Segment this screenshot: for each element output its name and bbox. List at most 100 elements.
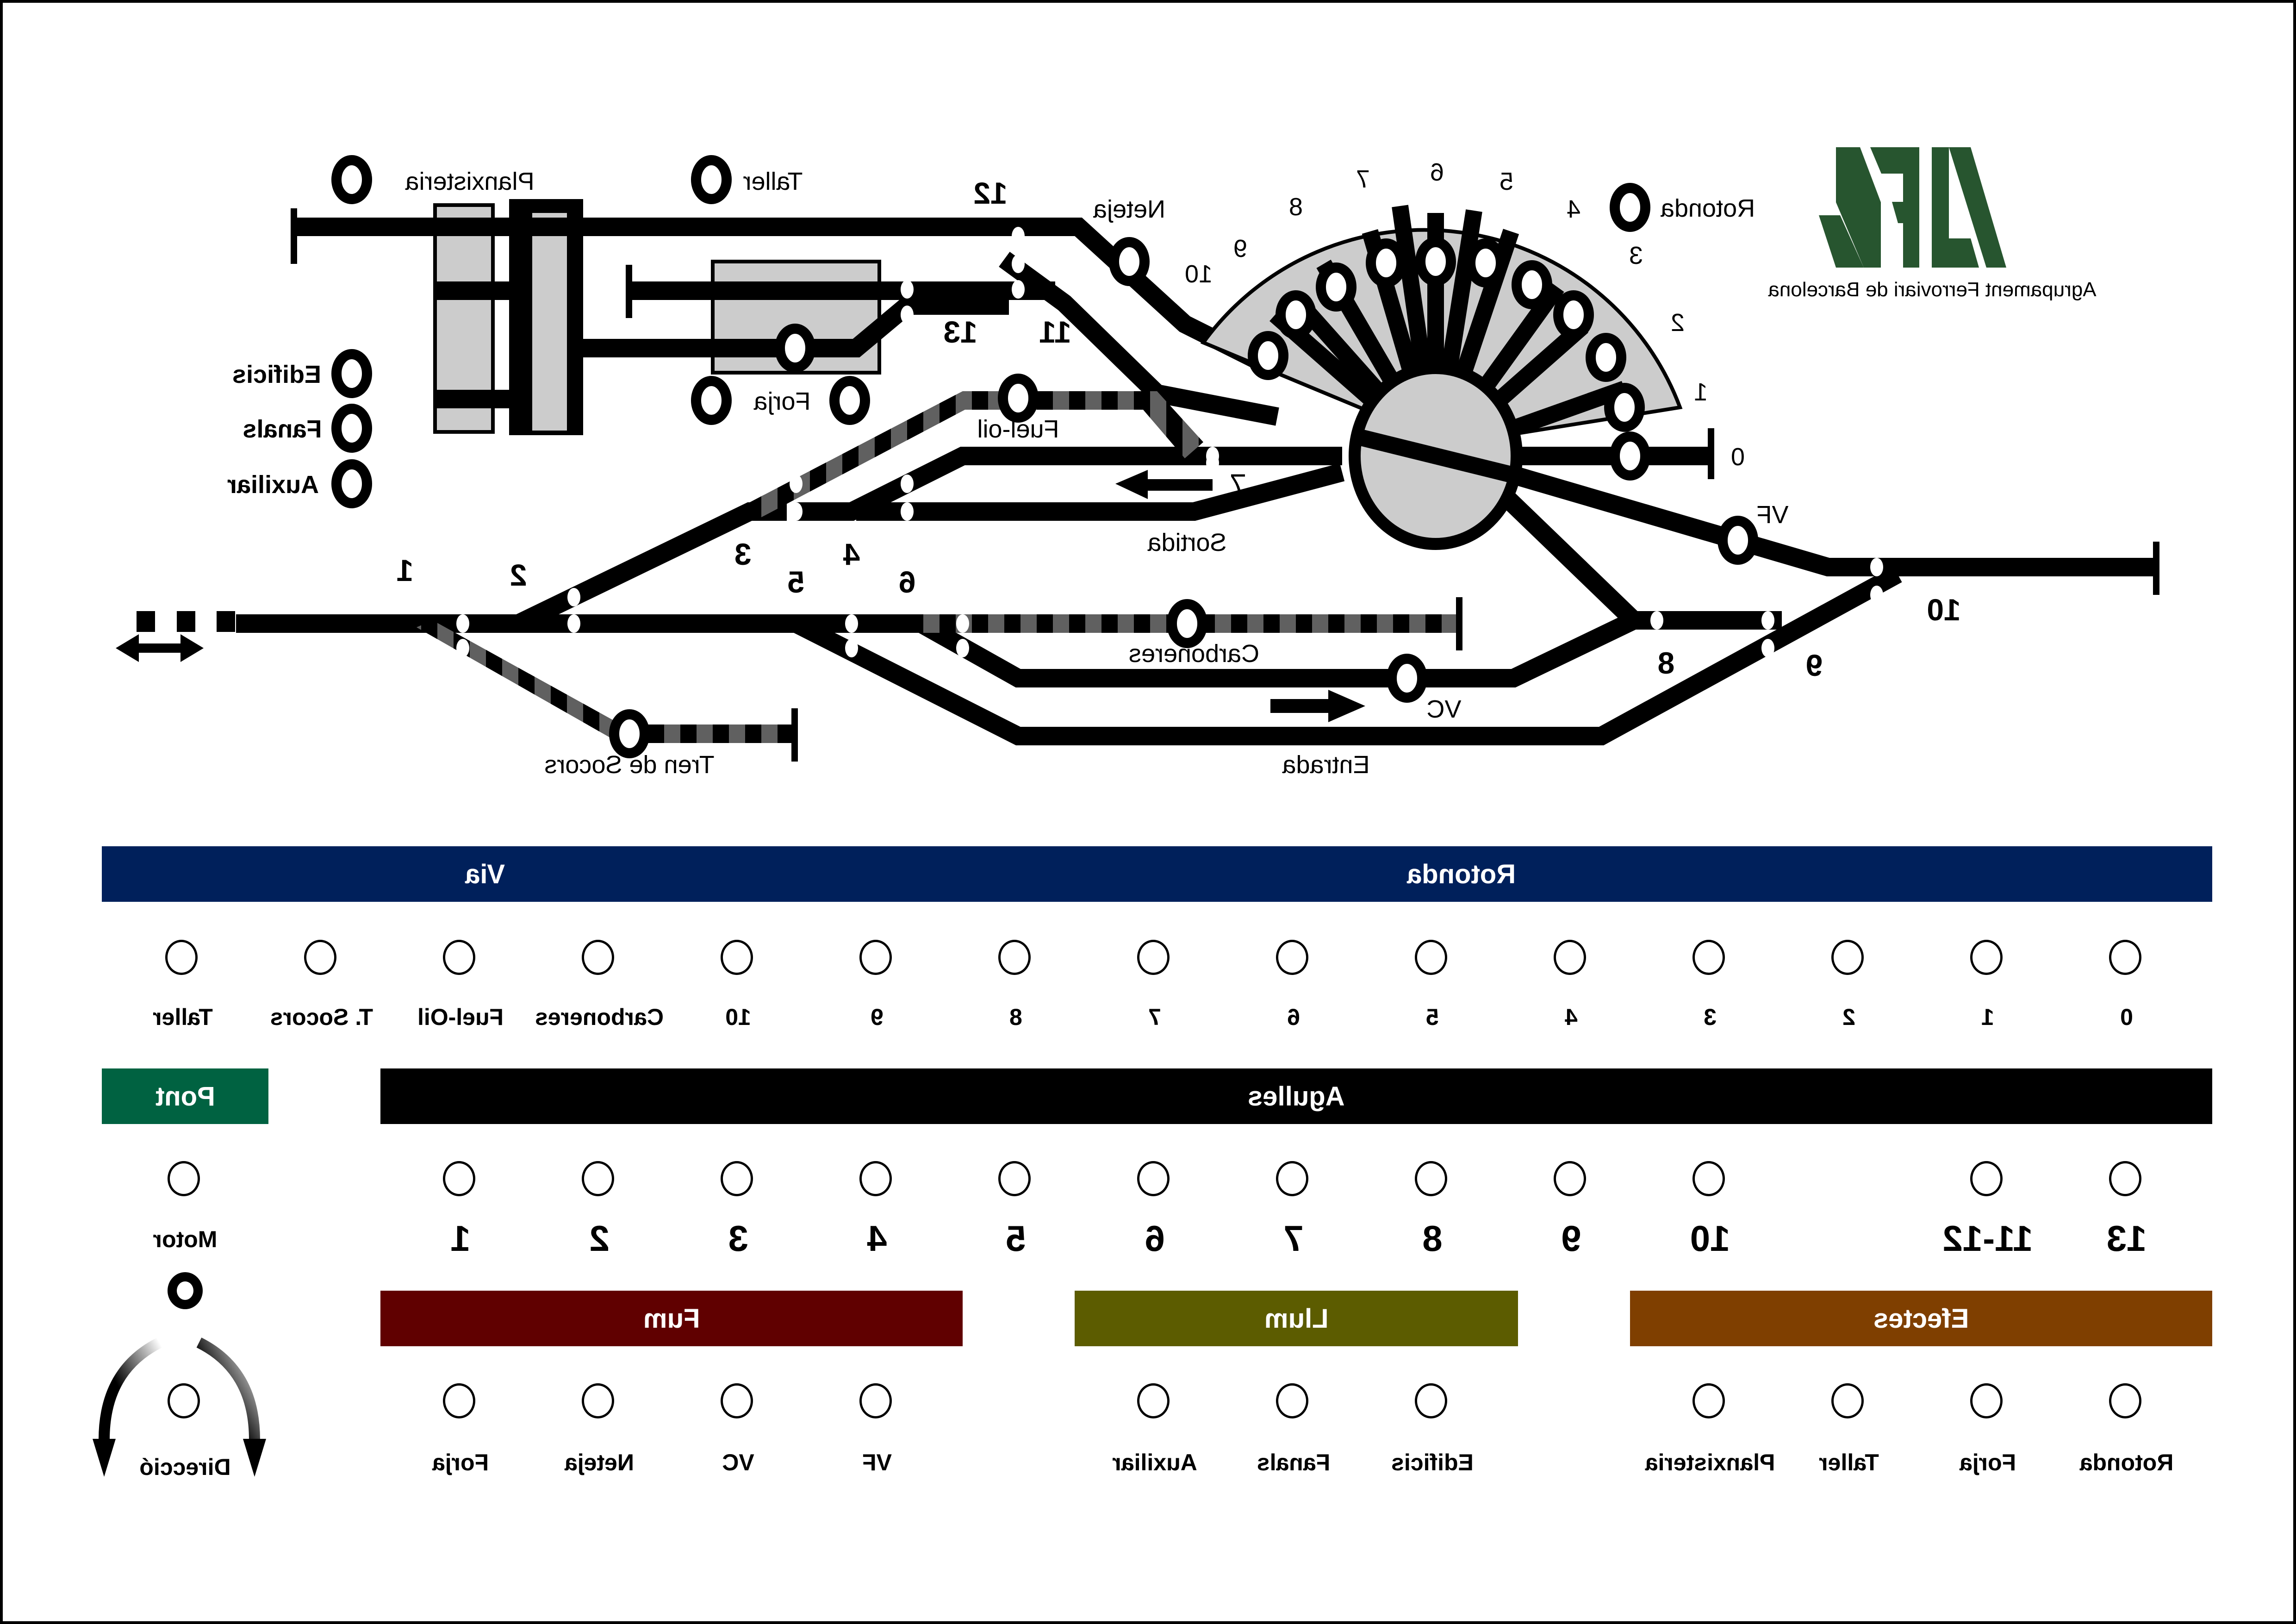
via-button[interactable] xyxy=(443,940,475,975)
rotonda-button[interactable] xyxy=(1554,940,1586,975)
via-label: Carboneres xyxy=(535,1004,664,1030)
via-label: 10 xyxy=(725,1004,751,1030)
efectes-label: Planxisteria xyxy=(1645,1449,1775,1475)
agulla-button[interactable] xyxy=(443,1161,475,1196)
via-button[interactable] xyxy=(582,940,614,975)
buffer-stops xyxy=(291,208,2159,762)
fum-label: Forja xyxy=(432,1449,489,1475)
pont-motor-button[interactable] xyxy=(168,1161,200,1196)
llum-title: Llum xyxy=(1264,1303,1329,1334)
efectes-label: Rotonda xyxy=(2079,1449,2174,1475)
agulla-label: 9 xyxy=(1561,1218,1581,1259)
fum-label: VC xyxy=(722,1449,754,1475)
agulla-label: 6 xyxy=(1145,1218,1165,1259)
agulla-label: 8 xyxy=(1422,1218,1443,1259)
via-label: T. Socors xyxy=(270,1004,373,1030)
direction-button[interactable] xyxy=(168,1383,200,1418)
fum-label: Neteja xyxy=(564,1449,635,1475)
arrow-right-icon xyxy=(1270,690,1365,722)
efectes-button[interactable] xyxy=(1970,1383,2003,1418)
agulla-label: 5 xyxy=(1006,1218,1026,1259)
turntable-number: 2 xyxy=(1671,309,1685,337)
rotonda-button[interactable] xyxy=(1970,940,2003,975)
via-label: 7 xyxy=(1148,1004,1161,1030)
agulla-button[interactable] xyxy=(1137,1161,1170,1196)
switch-number: 2 xyxy=(510,558,527,592)
switch-number: 3 xyxy=(734,537,752,571)
label-forja: Forja xyxy=(753,387,811,415)
fum-button[interactable] xyxy=(721,1383,753,1418)
llum-button[interactable] xyxy=(1276,1383,1308,1418)
efectes-header: Efectes xyxy=(1630,1291,2212,1346)
fum-button[interactable] xyxy=(582,1383,614,1418)
via-label: 9 xyxy=(871,1004,884,1030)
logo-subtitle: Agrupament Ferroviari de Barcelona xyxy=(1768,278,2097,301)
llum-label: Edificis xyxy=(1391,1449,1474,1475)
rotonda-label: 0 xyxy=(2120,1004,2133,1030)
switch-number: 10 xyxy=(1927,593,1960,627)
agulla-button[interactable] xyxy=(1415,1161,1447,1196)
rotonda-button[interactable] xyxy=(1831,940,1864,975)
switch-number: 9 xyxy=(1806,648,1823,682)
exit-marker xyxy=(116,611,235,662)
rotonda-label: 4 xyxy=(1565,1004,1578,1030)
switch-number: 12 xyxy=(973,176,1007,210)
label-sortida: Sortida xyxy=(1147,529,1226,556)
switch-number: 5 xyxy=(788,565,805,599)
agulla-button[interactable] xyxy=(2109,1161,2141,1196)
ring-indicators xyxy=(331,155,1758,758)
rotonda-label: 3 xyxy=(1704,1004,1717,1030)
agulla-label: 1 xyxy=(450,1218,471,1259)
arrow-left-icon xyxy=(1115,470,1213,499)
agulla-button[interactable] xyxy=(1276,1161,1308,1196)
via-button[interactable] xyxy=(721,940,753,975)
efectes-button[interactable] xyxy=(1692,1383,1725,1418)
switch-number: 7 xyxy=(1230,468,1247,502)
fum-label: VF xyxy=(862,1449,892,1475)
rotonda-label: 6 xyxy=(1287,1004,1300,1030)
turntable-number: 3 xyxy=(1629,242,1643,269)
via-button[interactable] xyxy=(859,940,892,975)
agulla-label: 10 xyxy=(1690,1218,1730,1259)
efectes-label: Taller xyxy=(1819,1449,1879,1475)
fum-button[interactable] xyxy=(443,1383,475,1418)
llum-button[interactable] xyxy=(1415,1383,1447,1418)
turntable-number: 0 xyxy=(1731,443,1745,471)
via-button[interactable] xyxy=(1137,940,1170,975)
pont-motor-label: Motor xyxy=(153,1226,218,1252)
agulla-button[interactable] xyxy=(721,1161,753,1196)
direction-label: Direcció xyxy=(139,1454,231,1480)
agulla-button[interactable] xyxy=(998,1161,1031,1196)
switch-number: 4 xyxy=(843,537,860,571)
agulla-button[interactable] xyxy=(859,1161,892,1196)
via-button[interactable] xyxy=(304,940,336,975)
rotonda-button[interactable] xyxy=(1276,940,1308,975)
fum-button[interactable] xyxy=(859,1383,892,1418)
turntable-number: 8 xyxy=(1289,193,1303,221)
agulla-label: 3 xyxy=(728,1218,748,1259)
agulla-button[interactable] xyxy=(1970,1161,2003,1196)
efectes-button[interactable] xyxy=(2109,1383,2141,1418)
rotonda-label: 5 xyxy=(1426,1004,1439,1030)
rotonda-button[interactable] xyxy=(2109,940,2141,975)
agulla-button[interactable] xyxy=(1554,1161,1586,1196)
rotonda-button[interactable] xyxy=(1692,940,1725,975)
label-fuel-oil: Fuel-oil xyxy=(977,415,1059,443)
turntable-number: 1 xyxy=(1694,378,1708,406)
rotonda-button[interactable] xyxy=(1415,940,1447,975)
agulla-button[interactable] xyxy=(1692,1161,1725,1196)
via-button[interactable] xyxy=(165,940,198,975)
planxisteria-building xyxy=(433,199,583,435)
label-vf: VF xyxy=(1756,501,1788,529)
agulla-button[interactable] xyxy=(582,1161,614,1196)
via-button[interactable] xyxy=(998,940,1031,975)
switch-number: 1 xyxy=(397,553,414,587)
label-edificis: Edificis xyxy=(232,361,321,388)
efectes-button[interactable] xyxy=(1831,1383,1864,1418)
via-title: Via xyxy=(465,859,505,889)
llum-button[interactable] xyxy=(1137,1383,1170,1418)
switch-indicators xyxy=(456,227,1883,657)
motor-button[interactable] xyxy=(168,1272,203,1309)
efectes-title: Efectes xyxy=(1873,1303,1969,1334)
via-rotonda-header: Via Rotonda xyxy=(102,846,2212,902)
